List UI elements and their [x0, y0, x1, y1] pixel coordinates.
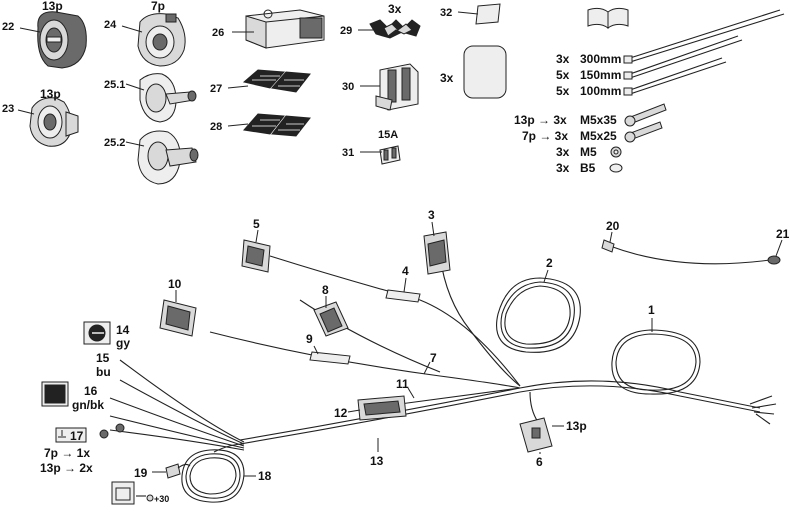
label-25-1: 25.1: [104, 79, 125, 91]
parts-qty-5: 3x: [556, 145, 570, 159]
screws: [609, 103, 667, 173]
parts-qty-4: 7p → 3x: [522, 129, 568, 143]
part-24-7p-socket: [137, 13, 186, 67]
label-4: 4: [402, 264, 409, 278]
label-29: 29: [340, 25, 352, 37]
label-5: 5: [253, 217, 260, 231]
connector-8: [313, 301, 349, 337]
label-25-2: 25.2: [104, 137, 125, 149]
label-3: 3: [428, 208, 435, 222]
connector-19: [165, 463, 191, 479]
part-29-clips: [369, 19, 421, 39]
label-13p-22: 13p: [42, 0, 63, 13]
part-adhesive-pad: [463, 45, 507, 99]
label-22: 22: [2, 21, 14, 33]
label-7p-24: 7p: [151, 0, 165, 13]
parts-spec-2: 100mm: [580, 84, 621, 98]
coil-18: [181, 443, 245, 503]
cable-20-21: [601, 239, 781, 265]
part-25-2-gasket: [137, 130, 199, 185]
label-20: 20: [606, 219, 620, 233]
label-2: 2: [546, 256, 553, 270]
label-1: 1: [648, 303, 655, 317]
battery-icon: [111, 481, 154, 505]
label-11: 11: [396, 377, 409, 391]
label-13p-2x: 13p → 2x: [40, 461, 93, 475]
label-19: 19: [134, 466, 148, 480]
parts-qty-6: 3x: [556, 161, 570, 175]
part-30-relay-holder: [375, 63, 419, 111]
parts-spec-3: M5x35: [580, 113, 617, 127]
label-15a: 15A: [378, 129, 398, 141]
label-6: 6: [536, 455, 543, 469]
part-23-flange-socket: [29, 97, 79, 147]
label-3x-pad: 3x: [440, 71, 454, 85]
manual-book-icon: [587, 7, 629, 29]
label-14-color: gy: [116, 336, 130, 350]
ground-ring-terminals: [99, 423, 125, 439]
label-12: 12: [334, 406, 348, 420]
part-22-13p-socket: [37, 11, 87, 69]
label-8: 8: [322, 283, 329, 297]
label-28: 28: [210, 121, 222, 133]
part-31-fuse: [379, 145, 401, 165]
label-31: 31: [342, 147, 354, 159]
label-15: 15: [96, 351, 110, 365]
connector-12: [357, 395, 407, 421]
parts-list: 3x 300mm 5x 150mm 5x 100mm 13p → 3x M5x3…: [514, 52, 621, 175]
part-28-velcro: [243, 113, 311, 137]
fog-light-icon: [83, 321, 111, 345]
connector-3: [423, 231, 451, 275]
label-13p-6: 13p: [566, 419, 587, 433]
label-26: 26: [212, 27, 224, 39]
parts-qty-3: 13p → 3x: [514, 113, 567, 127]
label-23: 23: [2, 103, 14, 115]
label-27: 27: [210, 83, 222, 95]
parts-spec-4: M5x25: [580, 129, 617, 143]
coil-2: [496, 277, 581, 353]
ground-icon: [55, 427, 87, 443]
label-13: 13: [370, 454, 384, 468]
parts-qty-0: 3x: [556, 52, 570, 66]
label-9: 9: [306, 332, 313, 346]
wire-marker-9: [309, 351, 351, 365]
connector-10: [159, 299, 197, 337]
coil-1: [611, 329, 701, 395]
label-16: 16: [84, 384, 98, 398]
parts-spec-0: 300mm: [580, 52, 621, 66]
parts-qty-1: 5x: [556, 68, 570, 82]
part-27-velcro: [242, 69, 311, 93]
rear-fog-icon: [41, 381, 69, 407]
part-25-1-gasket: [139, 73, 197, 123]
label-10: 10: [168, 277, 182, 291]
label-15-color: bu: [96, 365, 111, 379]
part-26-control-module: [245, 9, 325, 49]
main-harness-wires: [109, 255, 777, 451]
label-16-color: gn/bk: [72, 398, 104, 412]
parts-spec-1: 150mm: [580, 68, 621, 82]
part-32-pad: [475, 3, 501, 25]
connector-6: [519, 417, 553, 453]
parts-spec-5: M5: [580, 145, 597, 159]
label-plus-30: +30: [154, 494, 169, 504]
label-32: 32: [440, 7, 452, 19]
parts-spec-6: B5: [580, 161, 596, 175]
wire-marker-4: [385, 289, 421, 303]
connector-5: [241, 239, 271, 273]
label-7p-1x: 7p → 1x: [44, 446, 90, 460]
parts-qty-2: 5x: [556, 84, 570, 98]
label-21: 21: [776, 227, 790, 241]
label-17: 17: [70, 429, 84, 443]
label-3x-29: 3x: [388, 2, 402, 16]
label-24: 24: [104, 19, 117, 31]
cable-ties: [623, 9, 785, 96]
label-30: 30: [342, 81, 354, 93]
label-18: 18: [258, 469, 272, 483]
label-7: 7: [430, 351, 437, 365]
label-14: 14: [116, 323, 130, 337]
label-13p-23: 13p: [40, 87, 61, 101]
